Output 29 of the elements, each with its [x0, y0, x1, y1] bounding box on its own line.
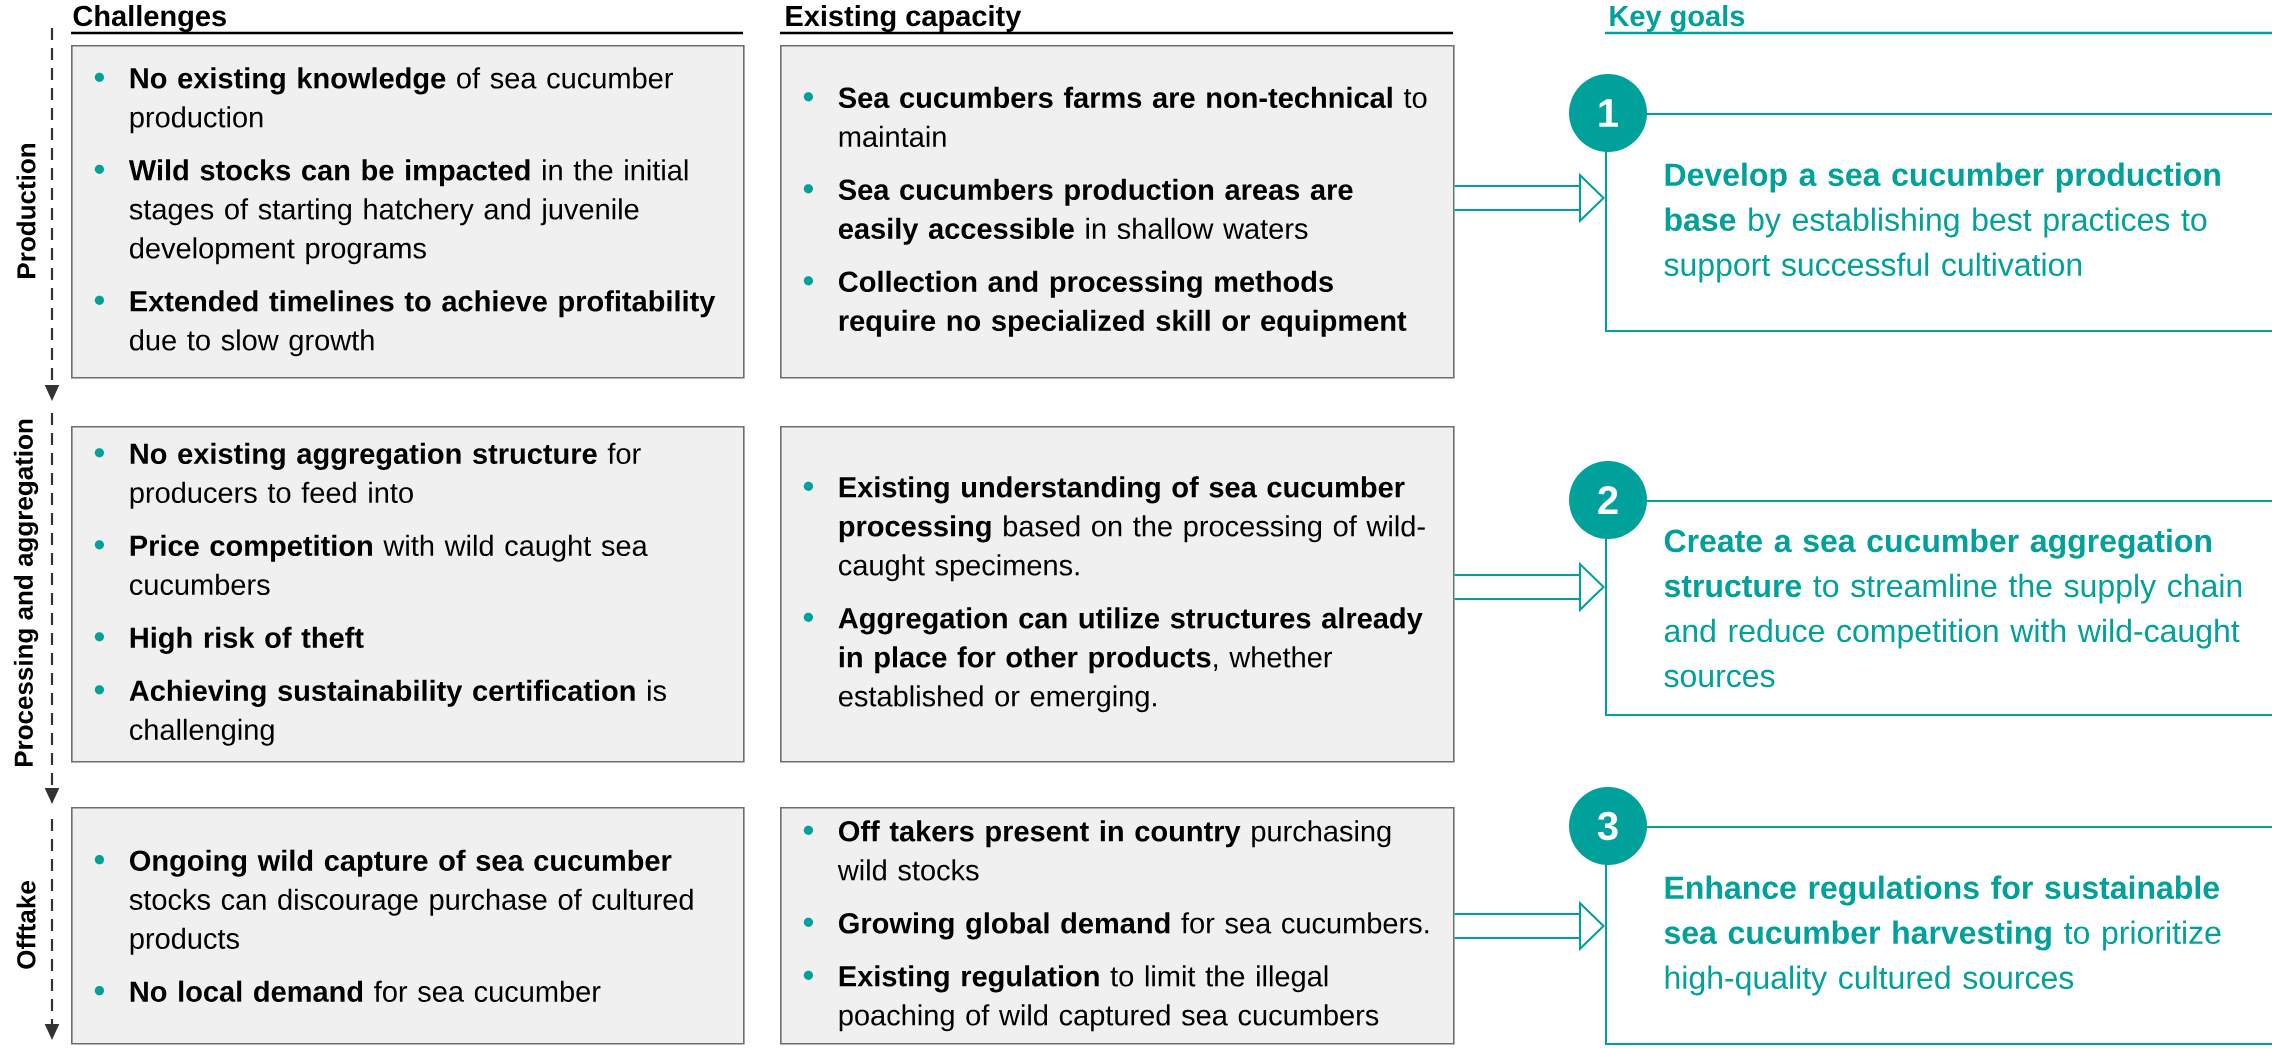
text-box [780, 45, 1455, 379]
row-label: Production [16, 144, 36, 278]
bullet-item: Collection and processing methods require no specialized skill or equipment [803, 270, 1407, 337]
bullet-item: Sea cucumbers production areas are easily accessible in shallow waters [803, 178, 1353, 245]
bullet-item: Growing global demand for sea cucumbers. [803, 912, 1429, 940]
text-box [71, 45, 745, 379]
bullet-item: High risk of theft [94, 626, 364, 654]
text-box [780, 426, 1455, 763]
bullet-item: Off takers present in country purchasing wild stocks [803, 820, 1391, 881]
bullet-item: Existing understanding of sea cucumber processing based on the processing of wild-caught specimens. [803, 476, 1425, 582]
text-box [71, 807, 745, 1045]
bullet-item: No existing aggregation structure for producers to feed into [94, 442, 641, 509]
row-label: Offtake [16, 881, 36, 969]
bullet-item: Wild stocks can be impacted in the initial stages of starting hatchery and juvenile development programs [94, 159, 688, 265]
bullet-item: Existing regulation to limit the illegal poaching of wild captured sea cucumbers [803, 965, 1379, 1032]
text-box [71, 426, 745, 763]
bullet-item: No existing knowledge of sea cucumber production [94, 67, 673, 134]
column-header: Challenges [71, 5, 743, 35]
bullet-item: Extended timelines to achieve profitability due to slow growth [94, 290, 716, 357]
row-label: Processing and aggregation [13, 419, 39, 767]
column-header: Existing capacity [780, 5, 1453, 35]
column-header: Key goals [1605, 5, 2272, 35]
bullet-item: No local demand for sea cucumber [94, 980, 601, 1002]
bullet-item: Achieving sustainability certification is challenging [94, 679, 666, 746]
bullet-item: Ongoing wild capture of sea cucumber stocks can discourage purchase of cultured products [94, 849, 693, 955]
bullet-item: Aggregation can utilize structures already in place for other products, whether established or emerging. [803, 607, 1423, 713]
bullet-item: Sea cucumbers farms are non-technical to maintain [803, 86, 1427, 148]
bullet-item: Price competition with wild caught sea cucumbers [94, 534, 648, 596]
text-box [780, 807, 1455, 1045]
